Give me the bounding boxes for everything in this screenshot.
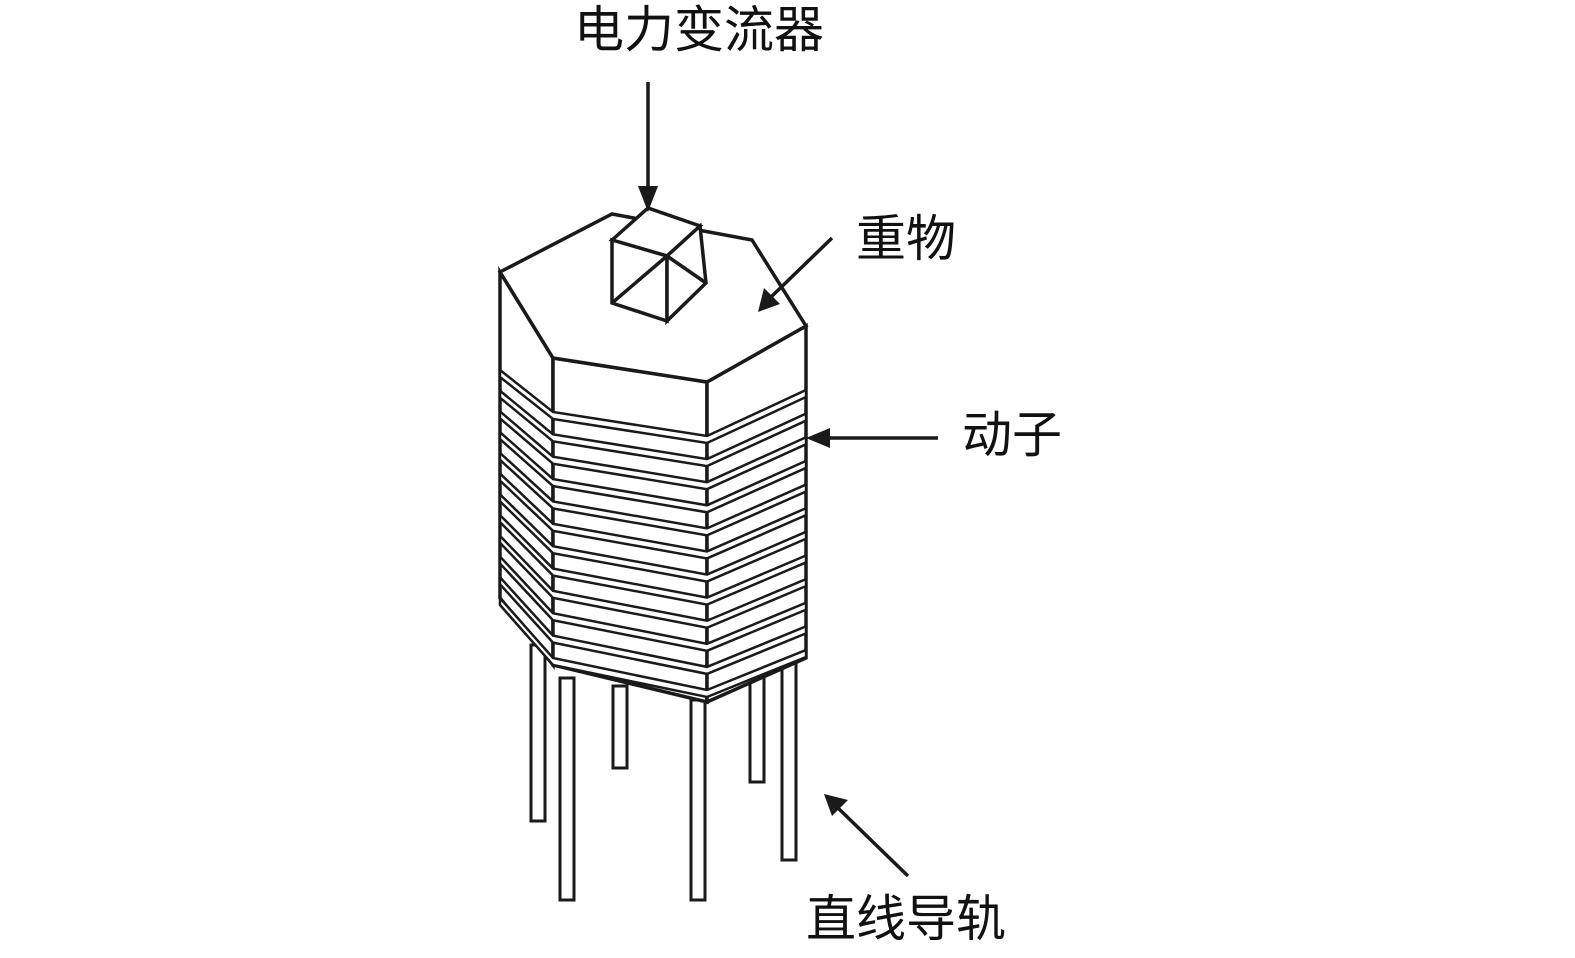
- coil-winding-band: [498, 470, 808, 560]
- arrow-weight: [758, 236, 834, 312]
- coil-winding-band: [498, 491, 808, 583]
- rail-back-left: [611, 684, 629, 770]
- coil-winding-band: [498, 388, 808, 468]
- coil-winding-band: [498, 450, 808, 537]
- converter-diagonal: [610, 254, 669, 305]
- label-weight: 重物: [856, 210, 956, 268]
- coil-winding-band: [498, 408, 808, 491]
- rail-front-left: [558, 676, 576, 902]
- coil-winding-band: [498, 367, 808, 445]
- converter-diagonal-2: [666, 254, 707, 285]
- label-linear-rail: 直线导轨: [806, 890, 1006, 948]
- coil-winding-band: [498, 512, 808, 606]
- arrow-mover: [806, 428, 938, 448]
- rail-right: [780, 658, 798, 862]
- arrow-converter: [638, 82, 658, 212]
- rail-left: [529, 643, 547, 823]
- coil-winding-band: [498, 532, 808, 630]
- label-power-converter: 电力变流器: [574, 1, 824, 59]
- rail-front-right: [689, 698, 707, 902]
- label-mover: 动子: [962, 406, 1062, 464]
- coil-winding-band: [498, 429, 808, 514]
- coil-winding-band: [498, 574, 808, 676]
- arrow-rail: [824, 794, 910, 878]
- coil-windings: [498, 367, 808, 699]
- coil-winding-band: [498, 594, 808, 699]
- coil-winding-band: [498, 553, 808, 653]
- rail-back-right: [748, 674, 766, 784]
- power-converter-box: [608, 206, 708, 326]
